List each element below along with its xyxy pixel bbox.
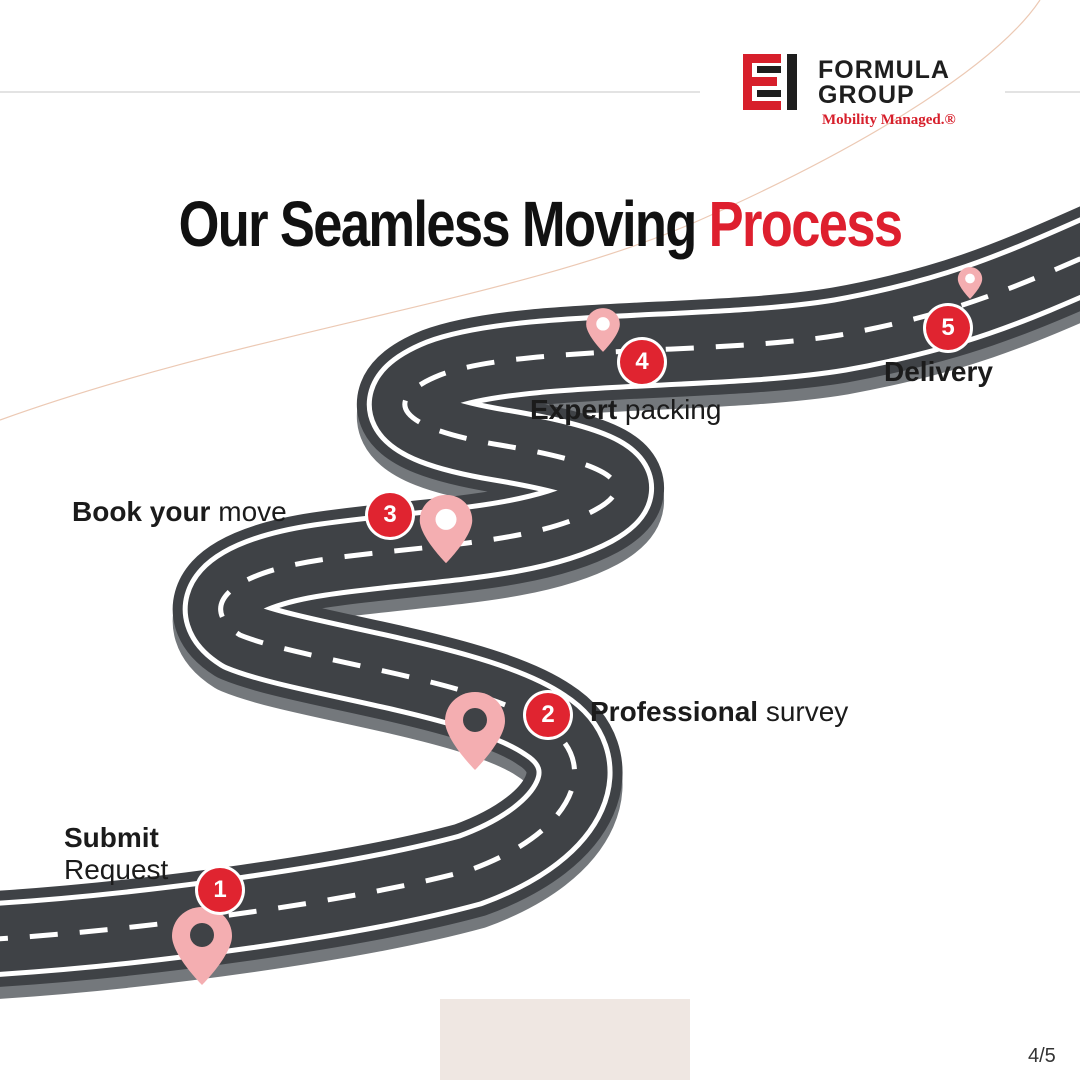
formula-group-logo-icon xyxy=(743,54,797,110)
step-label-professional-survey: Professional survey xyxy=(590,696,848,728)
step-number-badge: 5 xyxy=(926,306,970,350)
brand-tagline: Mobility Managed.® xyxy=(822,112,956,128)
step-number-badge: 2 xyxy=(526,693,570,737)
step-label-bold: Professional xyxy=(590,696,759,727)
step-label-regular: packing xyxy=(617,394,722,425)
location-pin-icon xyxy=(586,308,620,352)
step-label-submit-request: Submit Request xyxy=(64,822,168,886)
step-label-bold: Submit xyxy=(64,822,159,853)
header-divider-left xyxy=(0,91,700,93)
step-number-badge: 1 xyxy=(198,868,242,912)
step-number-badge: 4 xyxy=(620,340,664,384)
title-accent: Process xyxy=(708,188,903,260)
step-label-expert-packing: Expert packing xyxy=(530,394,721,426)
step-label-bold: Book your xyxy=(72,496,211,527)
location-pin-icon xyxy=(172,907,232,985)
brand-logo: FORMULA GROUP Mobility Managed.® xyxy=(743,50,983,134)
step-number-badge: 3 xyxy=(368,493,412,537)
step-label-book-your-move: Book your move xyxy=(72,496,287,528)
brand-name-line2: GROUP xyxy=(818,81,915,109)
footer-block xyxy=(440,999,690,1080)
title-main: Our Seamless Moving xyxy=(178,188,709,260)
header-divider-right xyxy=(1005,91,1080,93)
step-label-delivery: Delivery xyxy=(884,356,993,387)
page-indicator: 4/5 xyxy=(1028,1045,1056,1067)
location-pin-icon xyxy=(419,494,473,564)
step-label-regular: Request xyxy=(64,854,169,885)
step-label-regular: move xyxy=(210,496,287,527)
brand-name-line1: FORMULA xyxy=(818,56,950,84)
step-label-regular: survey xyxy=(758,696,849,727)
page-title: Our Seamless Moving Process xyxy=(97,184,983,264)
step-label-bold: Expert xyxy=(530,394,618,425)
location-pin-icon xyxy=(445,692,505,770)
location-pin-icon xyxy=(957,267,983,299)
